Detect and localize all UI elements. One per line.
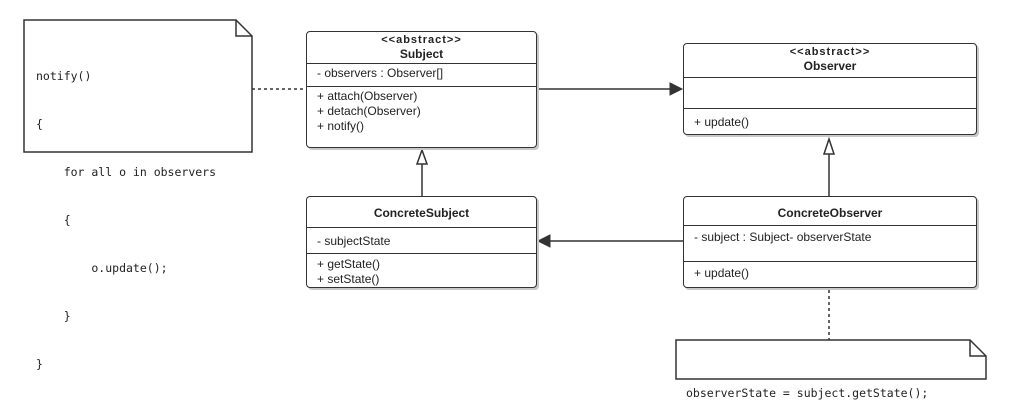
connector-layer (23, 19, 987, 380)
note-line: observerState = subject.getState(); (686, 386, 929, 400)
method: + attach(Observer) (317, 89, 418, 103)
methods-section: + getState() + setState() (307, 253, 536, 289)
class-name: Observer (803, 59, 857, 73)
attributes-section: - observers : Observer[] (307, 63, 536, 86)
class-header: <<abstract>> Subject (307, 32, 536, 63)
method: + update() (694, 115, 750, 129)
attribute: - observers : Observer[] (317, 66, 444, 80)
methods-section: + attach(Observer) + detach(Observer) + … (307, 86, 536, 136)
methods-section: + update() (684, 108, 976, 132)
class-observer[interactable]: <<abstract>> Observer + update() (683, 43, 977, 135)
class-subject[interactable]: <<abstract>> Subject - observers : Obser… (306, 31, 537, 148)
class-concrete-subject[interactable]: ConcreteSubject - subjectState + getStat… (306, 196, 537, 288)
note-state-shape (675, 339, 987, 380)
attribute: - subject : Subject- observerState (694, 230, 872, 244)
method: + getState() (317, 257, 381, 271)
method: + detach(Observer) (317, 104, 421, 118)
note-line: o.update(); (36, 261, 168, 275)
association-subject-observer (538, 82, 684, 96)
class-name: ConcreteObserver (777, 206, 883, 220)
methods-section: + update() (684, 261, 976, 283)
class-name: Subject (399, 47, 444, 61)
note-line: notify() (36, 69, 92, 83)
note-line: } (36, 309, 71, 323)
class-header: <<abstract>> Observer (684, 44, 976, 77)
note-line: { (36, 213, 71, 227)
stereotype-label: <<abstract>> (381, 34, 462, 46)
note-line: for all o in observers (36, 165, 217, 179)
note-line: } (36, 357, 43, 371)
attributes-section (684, 77, 976, 108)
attribute: - subjectState (317, 234, 391, 248)
class-concrete-observer[interactable]: ConcreteObserver - subject : Subject- ob… (683, 196, 977, 288)
note-line: { (36, 117, 43, 131)
generalization-concrete-subject (415, 147, 429, 196)
method: + notify() (317, 119, 365, 133)
generalization-concrete-observer (822, 136, 836, 196)
method: + setState() (317, 272, 380, 286)
stereotype-label: <<abstract>> (789, 46, 871, 58)
attributes-section: - subject : Subject- observerState (684, 225, 976, 261)
attributes-section: - subjectState (307, 227, 536, 253)
association-concrete-observer-concrete-subject (536, 234, 683, 248)
class-name: ConcreteSubject (373, 206, 470, 220)
note-state: observerState = subject.getState(); (678, 348, 978, 400)
note-notify: notify() { for all o in observers { o.up… (26, 30, 250, 371)
class-header: ConcreteObserver (684, 197, 976, 225)
note-notify-shape (23, 19, 253, 153)
class-header: ConcreteSubject (307, 197, 536, 227)
method: + update() (694, 266, 750, 280)
